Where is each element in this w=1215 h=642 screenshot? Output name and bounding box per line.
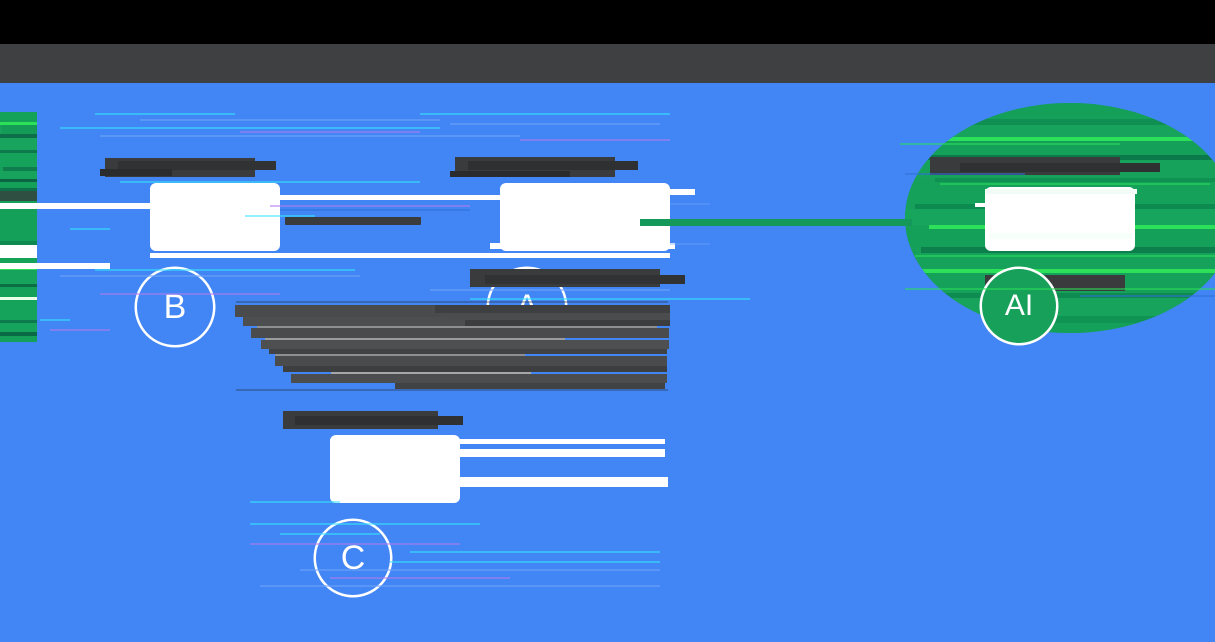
node-title-ai-slice (960, 163, 1160, 172)
glitch-white-slice (0, 203, 240, 209)
glitch-white-slice (455, 449, 665, 457)
node-badge-b-label: B (163, 287, 187, 326)
node-title-a-slice (468, 161, 638, 170)
node-badge-ai[interactable]: AI (982, 269, 1056, 343)
node-title-b-slice (118, 161, 276, 170)
glitch-white-slice (975, 203, 1135, 207)
glitch-white-slice (0, 263, 110, 269)
edge-a-ai[interactable] (640, 219, 912, 226)
node-card-b[interactable] (150, 183, 280, 251)
redacted-paragraph (235, 305, 670, 389)
window-titlebar[interactable]: ▮▮▮▮▮▮▮▮▮ (0, 44, 1215, 120)
glitch-white-slice (990, 233, 1132, 239)
glitch-white-slice (150, 253, 670, 258)
black-top-bar (0, 0, 1215, 44)
node-badge-ai-label: AI (1004, 289, 1034, 322)
glitch-white-slice (490, 243, 675, 249)
left-green-glitch-block (0, 112, 37, 342)
glitch-white-slice (150, 195, 575, 200)
node-sub-a-slice (485, 275, 685, 284)
node-card-ai[interactable] (985, 187, 1135, 251)
glitch-white-slice (985, 189, 1137, 194)
glitch-white-slice (330, 439, 665, 444)
node-badge-b[interactable]: B (137, 269, 213, 345)
edge-b-a[interactable] (285, 217, 421, 225)
glitch-white-slice (500, 189, 695, 195)
node-card-c[interactable] (330, 435, 460, 503)
node-title-a-slice (450, 171, 570, 177)
node-title-c-slice (295, 416, 463, 425)
node-title-b-slice (100, 169, 172, 176)
glitch-white-slice (330, 477, 668, 487)
diagram-canvas[interactable]: AI B A (0, 83, 1215, 642)
